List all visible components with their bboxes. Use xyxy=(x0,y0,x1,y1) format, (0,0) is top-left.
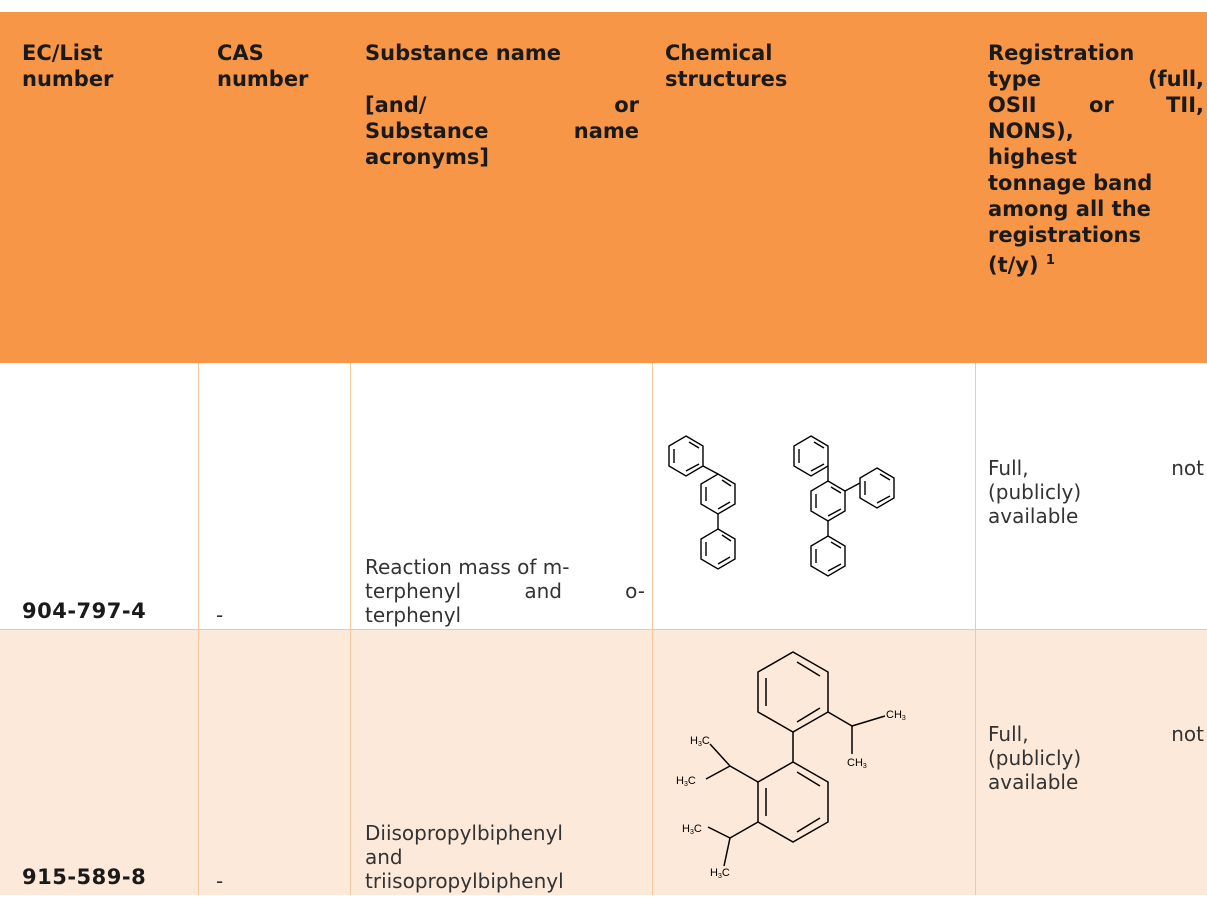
row-divider xyxy=(0,629,1207,630)
header-reg-line: among all the xyxy=(988,197,1151,221)
header-reg-unit: (t/y) xyxy=(988,253,1039,277)
header-name-line: [and/ or xyxy=(365,93,639,117)
substance-name-line: and xyxy=(365,845,403,869)
header-reg-last-line: (t/y) 1 xyxy=(988,248,1204,278)
ec-number: 915-589-8 xyxy=(22,865,147,889)
header-cas-line: number xyxy=(217,67,309,91)
header-ec-line: number xyxy=(22,67,114,91)
header-reg-line: highest xyxy=(988,145,1077,169)
header-reg-line: type (full, xyxy=(988,67,1204,91)
chemical-structure-terphenyls xyxy=(660,423,960,587)
header-registration-type: Registration type (full, OSII or TII, NO… xyxy=(988,40,1204,278)
header-ec-line: EC/List xyxy=(22,41,103,65)
terphenyl-structure-image xyxy=(668,435,895,577)
header-structures-line: Chemical xyxy=(665,41,773,65)
triisopropylbiphenyl-structure-image: CH3 CH3 H3C H3C H3C H3C xyxy=(676,651,906,880)
registration-type: Full, not (publicly) available xyxy=(988,456,1204,528)
header-reg-line: Registration xyxy=(988,41,1135,65)
registration-type: Full, not (publicly) available xyxy=(988,722,1204,794)
header-reg-line: OSII or TII, xyxy=(988,93,1204,117)
table-row: 915-589-8 - Diisopropylbiphenyl and trii… xyxy=(0,629,1207,895)
ec-number: 904-797-4 xyxy=(22,599,147,623)
registration-line: available xyxy=(988,504,1079,528)
substance-name: Reaction mass of m- terphenyl and o- ter… xyxy=(365,555,645,627)
registration-line: (publicly) xyxy=(988,480,1082,504)
ch3-label: CH3 xyxy=(886,709,906,722)
h3c-label: H3C xyxy=(682,823,702,836)
substance-name-line: terphenyl and o- xyxy=(365,579,645,603)
substance-name-line: Reaction mass of m- xyxy=(365,555,570,579)
ch3-label: CH3 xyxy=(847,757,867,770)
substance-name: Diisopropylbiphenyl and triisopropylbiph… xyxy=(365,821,645,893)
header-chemical-structures: Chemical structures xyxy=(665,40,945,92)
header-cas-number: CAS number xyxy=(217,40,342,92)
table-header: EC/List number CAS number Substance name… xyxy=(0,12,1207,363)
header-reg-line: NONS), xyxy=(988,119,1074,143)
registration-line: Full, not xyxy=(988,456,1204,480)
chemical-structure-triisopropylbiphenyl: CH3 CH3 H3C H3C H3C H3C xyxy=(670,644,940,898)
registration-line: available xyxy=(988,770,1079,794)
header-name-line: acronyms] xyxy=(365,145,490,169)
substance-name-line: terphenyl xyxy=(365,603,462,627)
header-name-line: Substance name xyxy=(365,41,562,65)
cas-number: - xyxy=(216,603,224,627)
h3c-label: H3C xyxy=(676,775,696,788)
header-reg-line: tonnage band xyxy=(988,171,1153,195)
header-reg-line: registrations xyxy=(988,223,1142,247)
header-structures-line: structures xyxy=(665,67,788,91)
substance-name-line: Diisopropylbiphenyl xyxy=(365,821,563,845)
header-cas-line: CAS xyxy=(217,41,264,65)
table-row: 904-797-4 - Reaction mass of m- terpheny… xyxy=(0,363,1207,629)
footnote-marker: 1 xyxy=(1045,253,1055,268)
h3c-label: H3C xyxy=(690,735,710,748)
header-ec-number: EC/List number xyxy=(22,40,182,92)
header-substance-name: Substance name [and/ or Substance name a… xyxy=(365,40,639,170)
header-name-line: Substance name xyxy=(365,119,639,143)
cas-number: - xyxy=(216,869,224,893)
substance-name-line: triisopropylbiphenyl xyxy=(365,869,564,893)
registration-line: (publicly) xyxy=(988,746,1082,770)
registration-line: Full, not xyxy=(988,722,1204,746)
h3c-label: H3C xyxy=(710,867,730,880)
